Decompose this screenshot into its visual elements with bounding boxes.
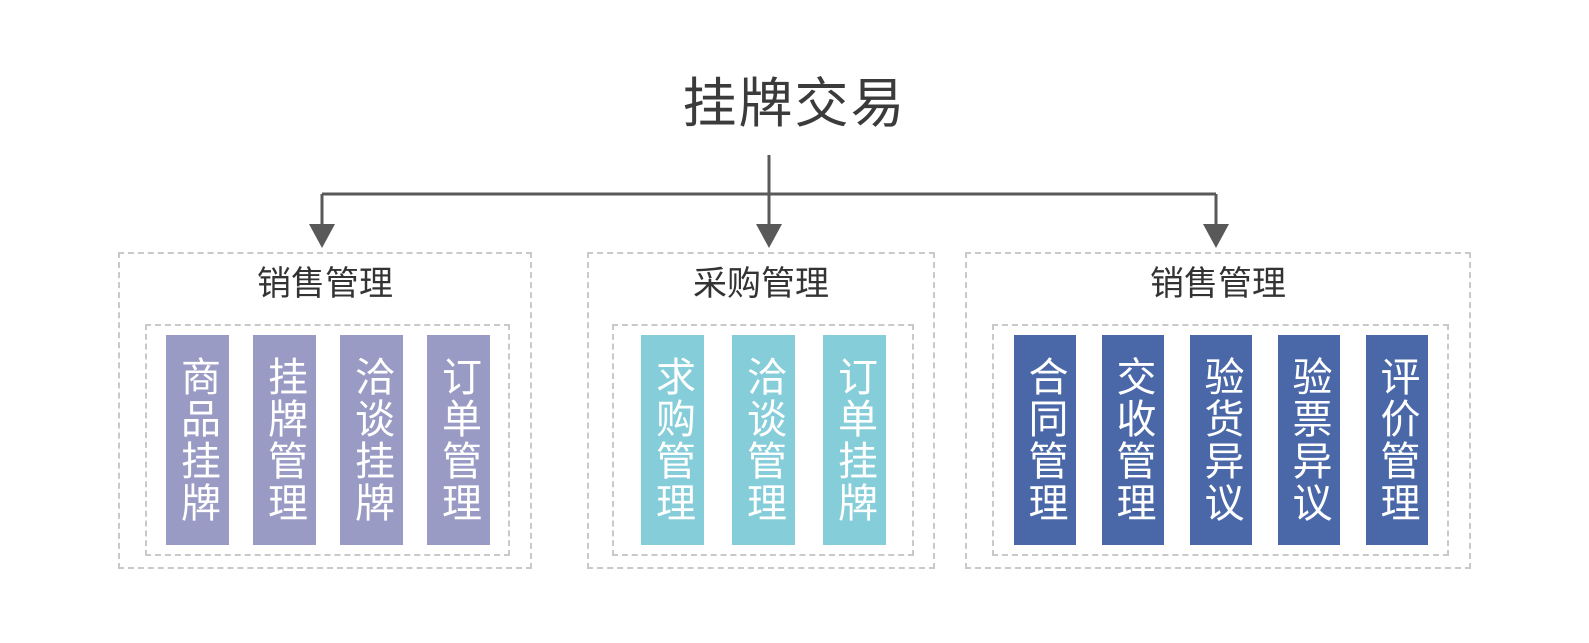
tile-label: 合同管理 — [1021, 356, 1068, 524]
tile-label: 订单管理 — [435, 356, 481, 524]
tile-label: 交收管理 — [1109, 356, 1156, 524]
tile-label: 洽谈管理 — [740, 356, 786, 524]
tile-label: 订单挂牌 — [831, 356, 877, 524]
group-sales-listing: 销售管理 商品挂牌 挂牌管理 洽谈挂牌 订单管理 — [118, 252, 532, 569]
group-title: 采购管理 — [693, 264, 829, 304]
group-sales-settlement: 销售管理 合同管理 交收管理 验货异议 验票异议 评价管理 — [965, 252, 1471, 569]
tile-item[interactable]: 订单管理 — [426, 335, 490, 545]
tile-item[interactable]: 合同管理 — [1013, 335, 1076, 545]
tile-item[interactable]: 洽谈挂牌 — [339, 335, 403, 545]
tile-label: 洽谈挂牌 — [348, 356, 394, 524]
diagram-title: 挂牌交易 — [682, 72, 907, 135]
tile-row: 商品挂牌 挂牌管理 洽谈挂牌 订单管理 — [147, 326, 508, 554]
tile-item[interactable]: 求购管理 — [640, 335, 704, 545]
tile-label: 求购管理 — [649, 356, 695, 524]
group-title: 销售管理 — [257, 264, 393, 304]
tile-item[interactable]: 评价管理 — [1365, 335, 1428, 545]
tile-item[interactable]: 验货异议 — [1189, 335, 1252, 545]
tile-label: 评价管理 — [1373, 356, 1420, 524]
tile-item[interactable]: 交收管理 — [1101, 335, 1164, 545]
arrowhead-left-icon — [309, 224, 335, 248]
group-items-container: 商品挂牌 挂牌管理 洽谈挂牌 订单管理 — [145, 324, 510, 556]
tile-item[interactable]: 洽谈管理 — [731, 335, 795, 545]
tile-item[interactable]: 验票异议 — [1277, 335, 1340, 545]
group-purchase-management: 采购管理 求购管理 洽谈管理 订单挂牌 — [587, 252, 935, 569]
arrowhead-right-icon — [1203, 224, 1229, 248]
group-items-container: 求购管理 洽谈管理 订单挂牌 — [612, 324, 914, 556]
tile-row: 合同管理 交收管理 验货异议 验票异议 评价管理 — [994, 326, 1447, 554]
tile-label: 验货异议 — [1197, 356, 1244, 524]
tile-label: 商品挂牌 — [174, 356, 220, 524]
tile-label: 验票异议 — [1285, 356, 1332, 524]
tile-item[interactable]: 订单挂牌 — [822, 335, 886, 545]
arrowhead-middle-icon — [756, 224, 782, 248]
group-title: 销售管理 — [1150, 264, 1286, 304]
group-items-container: 合同管理 交收管理 验货异议 验票异议 评价管理 — [992, 324, 1449, 556]
tile-item[interactable]: 商品挂牌 — [165, 335, 229, 545]
tile-row: 求购管理 洽谈管理 订单挂牌 — [614, 326, 912, 554]
tile-item[interactable]: 挂牌管理 — [252, 335, 316, 545]
tile-label: 挂牌管理 — [261, 356, 307, 524]
